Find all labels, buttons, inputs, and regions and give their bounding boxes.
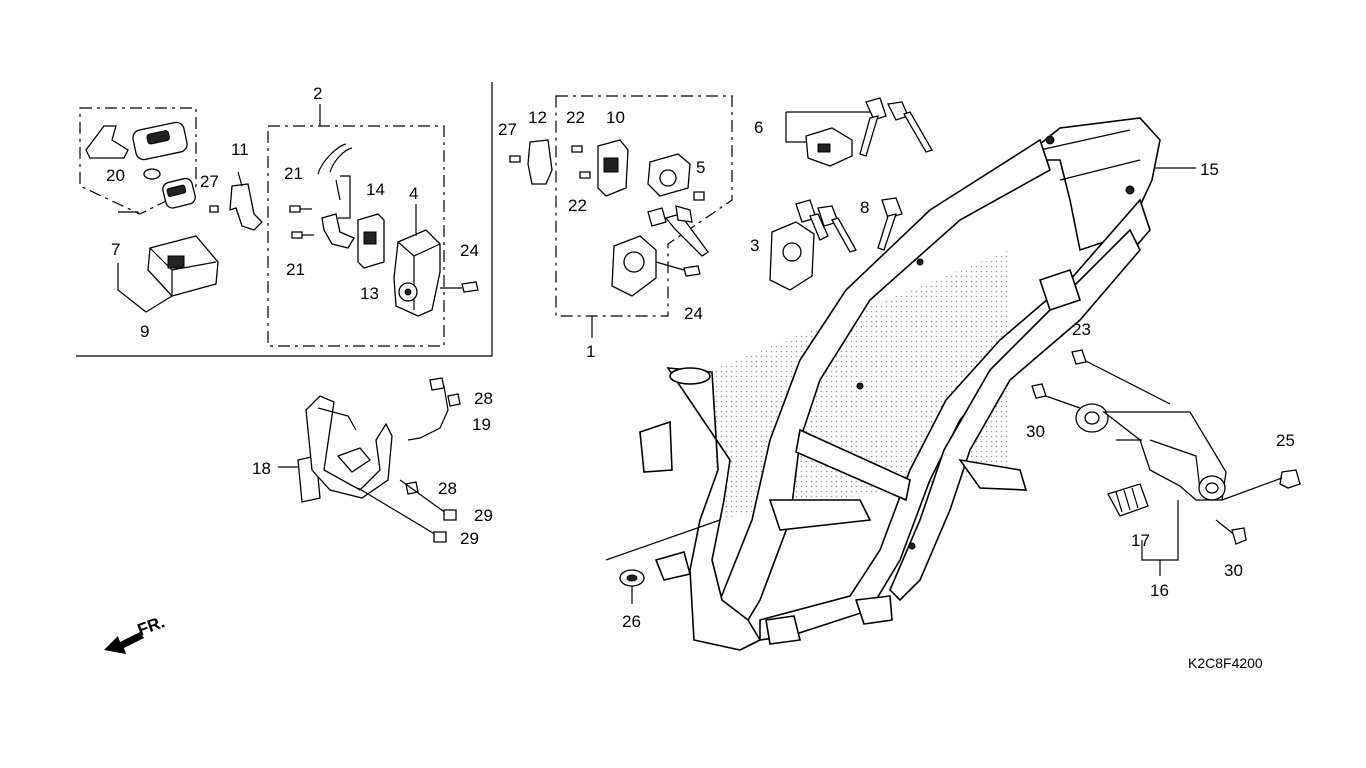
- grommet-26: [605, 519, 721, 604]
- label-27-b: 27: [498, 120, 517, 139]
- label-14: 14: [366, 180, 385, 199]
- label-30-b: 30: [1224, 561, 1243, 580]
- label-6: 6: [754, 118, 763, 137]
- label-4: 4: [409, 184, 418, 203]
- label-19: 19: [472, 415, 491, 434]
- inset-box: [76, 82, 493, 357]
- box-1: [509, 95, 733, 338]
- bracket-11: [209, 171, 263, 231]
- label-1: 1: [586, 342, 595, 361]
- label-29-b: 29: [460, 529, 479, 548]
- key-sets: [769, 97, 933, 291]
- label-11: 11: [231, 140, 249, 159]
- front-direction-arrow: [104, 632, 144, 654]
- label-28-b: 28: [438, 479, 457, 498]
- label-2: 2: [313, 84, 322, 103]
- label-26: 26: [622, 612, 641, 631]
- label-12: 12: [528, 108, 547, 127]
- label-30-a: 30: [1026, 422, 1045, 441]
- label-8: 8: [860, 198, 869, 217]
- label-9: 9: [140, 322, 149, 341]
- label-16: 16: [1150, 581, 1169, 600]
- label-18: 18: [252, 459, 271, 478]
- label-20: 20: [106, 166, 125, 185]
- label-13: 13: [360, 284, 379, 303]
- smart-key-group: [79, 107, 219, 313]
- main-frame: [639, 117, 1196, 651]
- engine-hanger: [1031, 349, 1301, 576]
- label-21-b: 21: [286, 260, 305, 279]
- label-29-a: 29: [474, 506, 493, 525]
- label-17: 17: [1131, 531, 1150, 550]
- label-22-a: 22: [566, 108, 585, 127]
- label-27-a: 27: [200, 172, 219, 191]
- callout-labels: 1 2 3 4 5 6 7 8 9 10 11 12 13 14 15 16 1…: [106, 84, 1295, 671]
- label-24-b: 24: [684, 304, 703, 323]
- box-2: [267, 104, 479, 347]
- diagram-code: K2C8F4200: [1188, 655, 1263, 671]
- label-28-a: 28: [474, 389, 493, 408]
- label-25: 25: [1276, 431, 1295, 450]
- label-24-a: 24: [460, 241, 479, 260]
- label-21-a: 21: [284, 164, 303, 183]
- label-5: 5: [696, 158, 705, 177]
- label-7: 7: [111, 240, 120, 259]
- front-direction-label: FR.: [135, 612, 167, 639]
- label-10: 10: [606, 108, 625, 127]
- bracket-18: [278, 377, 461, 543]
- label-23: 23: [1072, 320, 1091, 339]
- label-15: 15: [1200, 160, 1219, 179]
- label-3: 3: [750, 236, 759, 255]
- label-22-b: 22: [568, 196, 587, 215]
